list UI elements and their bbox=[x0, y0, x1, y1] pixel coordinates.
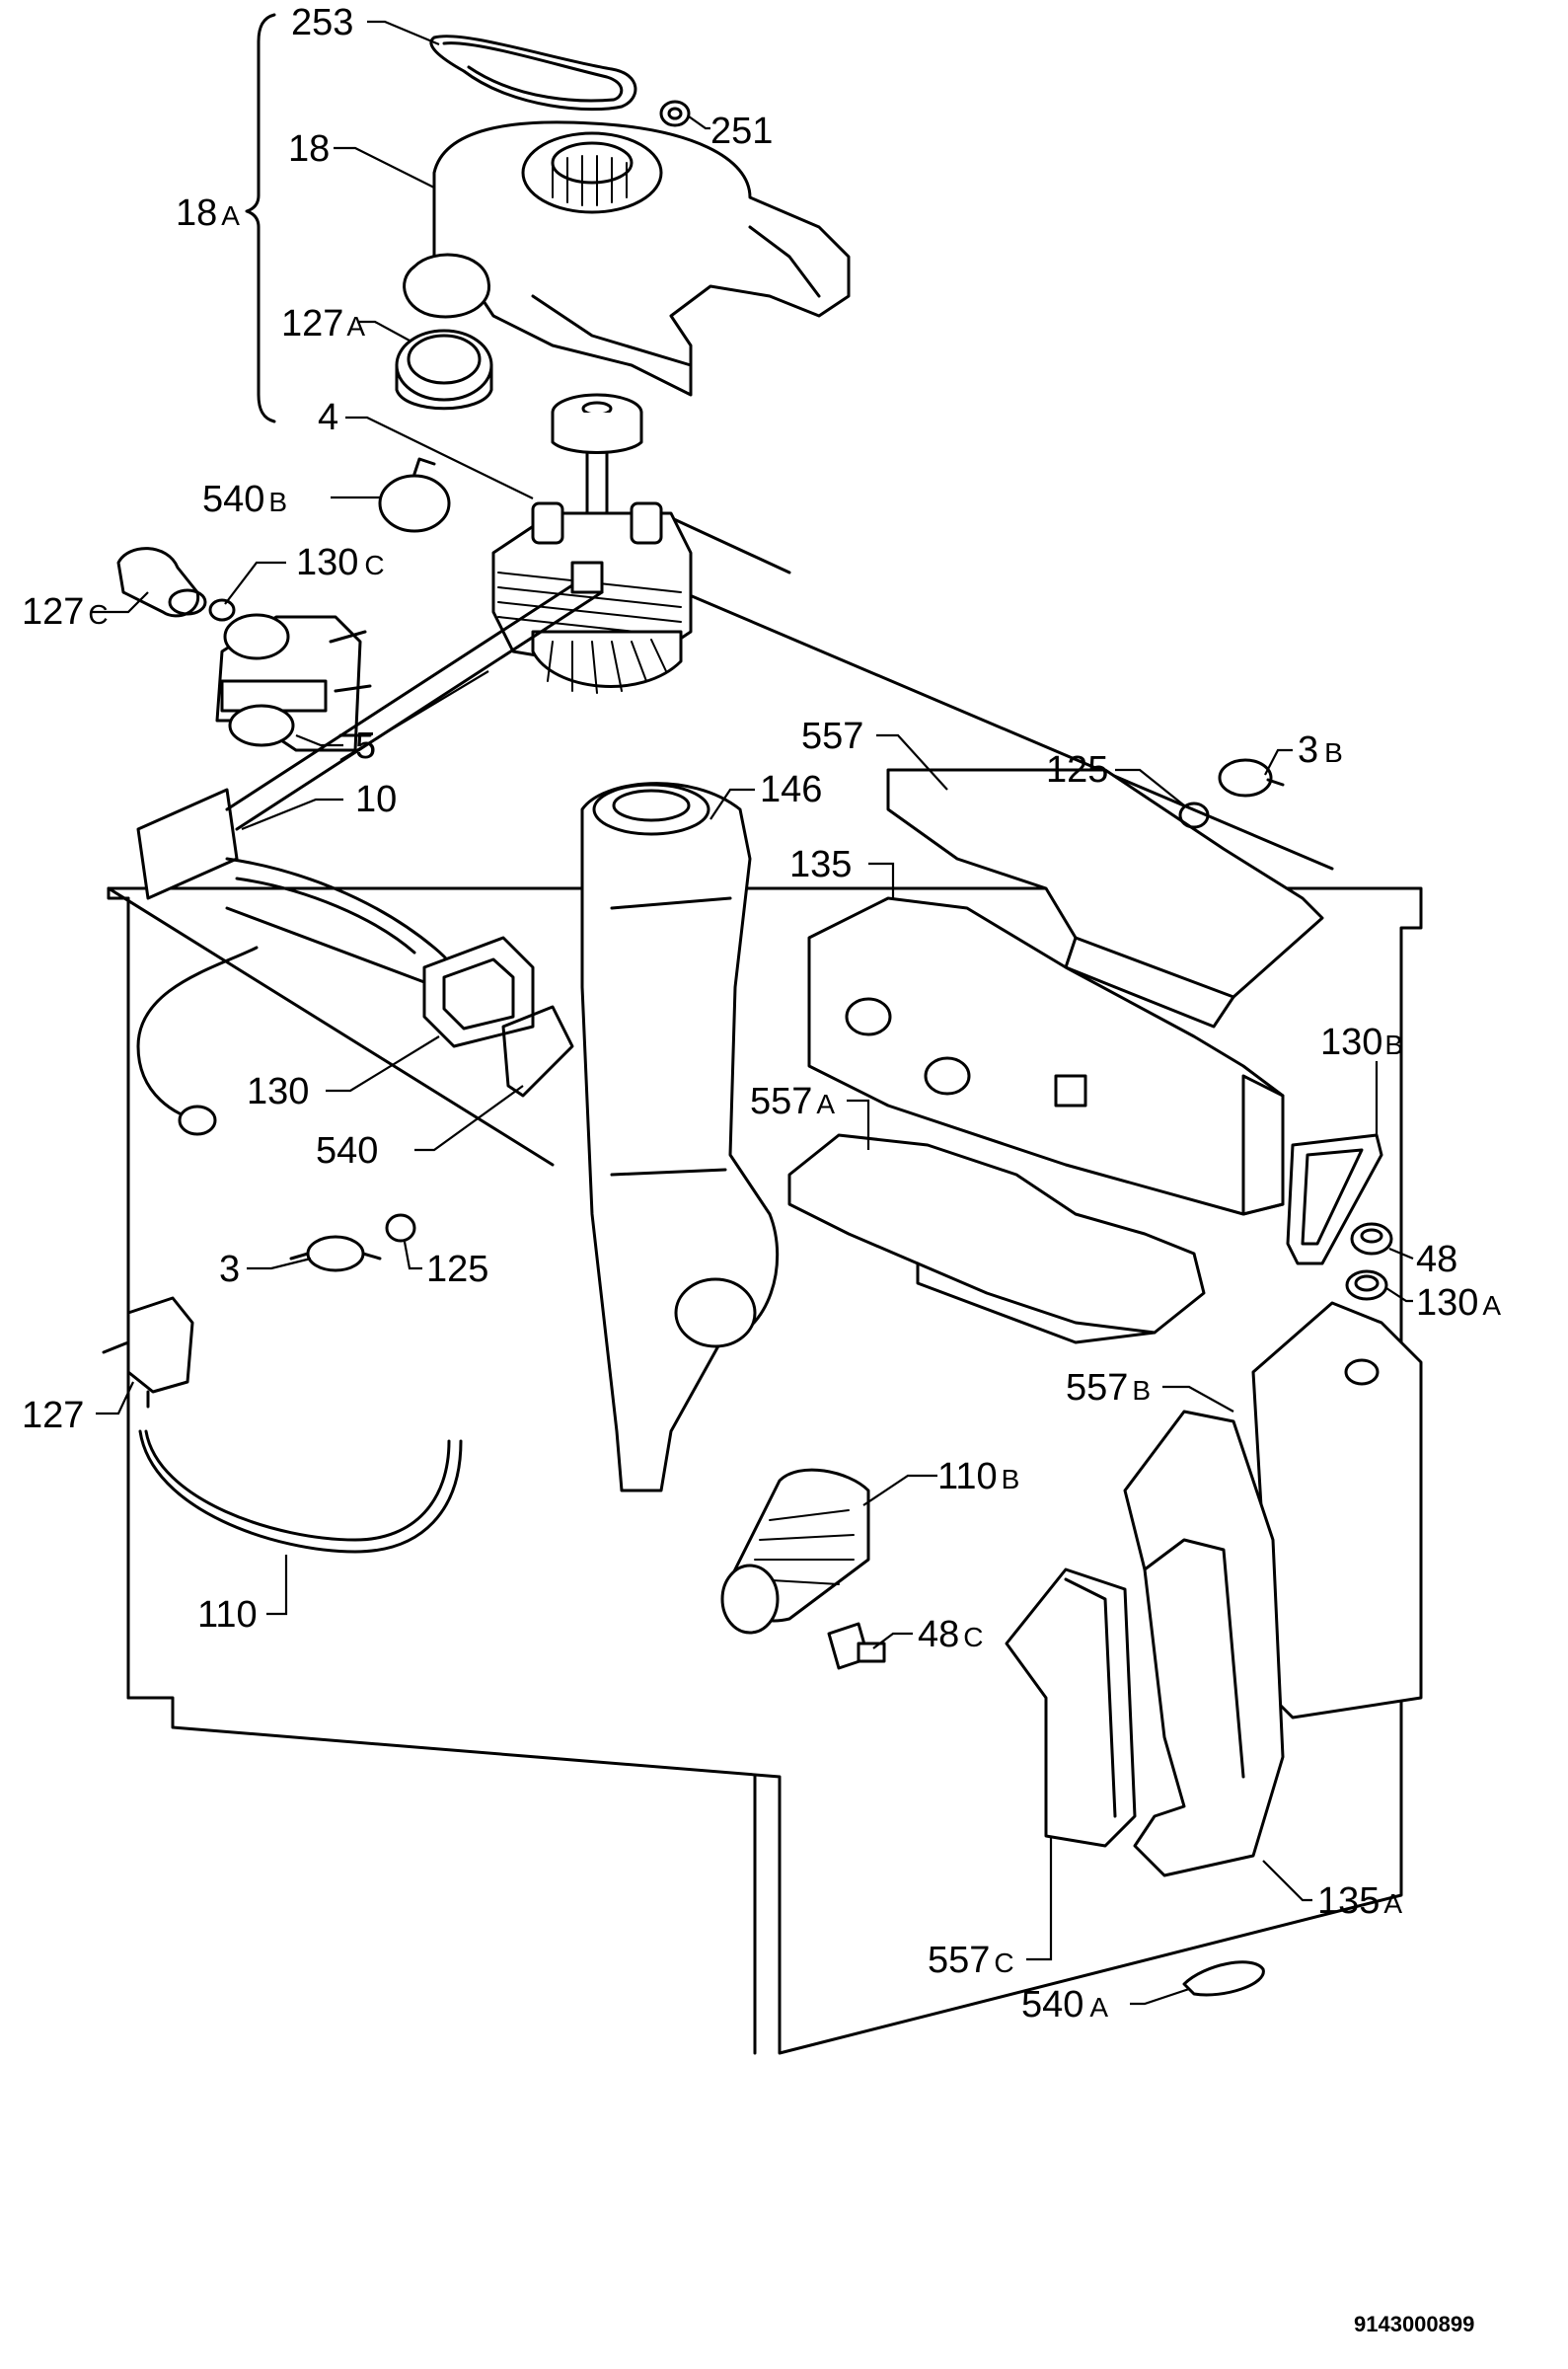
o-ring-upper bbox=[1178, 802, 1210, 829]
seal bbox=[208, 598, 236, 622]
sensor bbox=[827, 1622, 886, 1670]
group-bracket bbox=[245, 13, 276, 423]
water-valve bbox=[215, 613, 372, 752]
label-125-upper: 125 bbox=[1046, 749, 1108, 791]
hose bbox=[138, 1429, 463, 1554]
lower-cover bbox=[787, 1133, 1206, 1344]
thermostat-upper bbox=[1218, 758, 1285, 798]
label-253: 253 bbox=[291, 2, 353, 43]
label-130: 130 bbox=[247, 1071, 309, 1112]
drawing-code: 9143000899 bbox=[1354, 2312, 1474, 2336]
rear-duct bbox=[1123, 1301, 1423, 1877]
label-48: 48 bbox=[1416, 1239, 1457, 1280]
condenser-channel bbox=[807, 896, 1285, 1216]
plug bbox=[1350, 1222, 1393, 1256]
clamp bbox=[501, 1005, 574, 1098]
o-ring-lower bbox=[385, 1213, 416, 1243]
connector bbox=[116, 547, 207, 618]
label-540: 540 bbox=[316, 1130, 378, 1172]
label-130b: 130B bbox=[1320, 1022, 1403, 1063]
drive-belt bbox=[429, 35, 637, 112]
label-4: 4 bbox=[318, 397, 338, 438]
side-panel bbox=[1005, 1567, 1137, 1848]
label-18: 18 bbox=[288, 128, 330, 170]
label-10: 10 bbox=[355, 779, 397, 820]
label-127: 127 bbox=[22, 1395, 84, 1436]
label-5: 5 bbox=[355, 726, 376, 767]
bushing bbox=[659, 100, 691, 127]
hose-clamp bbox=[378, 457, 451, 533]
bellows-hose bbox=[720, 1468, 870, 1635]
label-557: 557 bbox=[801, 716, 863, 757]
gasket bbox=[422, 936, 535, 1048]
thermostat bbox=[289, 1235, 382, 1272]
fan-housing bbox=[403, 120, 851, 397]
label-110: 110 bbox=[197, 1594, 258, 1636]
label-125-lower: 125 bbox=[426, 1249, 488, 1290]
heating-element bbox=[136, 561, 604, 1136]
connector-block bbox=[102, 1296, 194, 1409]
motor bbox=[491, 393, 693, 694]
label-135: 135 bbox=[789, 844, 852, 885]
grommet bbox=[1345, 1269, 1388, 1301]
label-3: 3 bbox=[219, 1249, 240, 1290]
air-duct bbox=[580, 782, 780, 1492]
leader-lines bbox=[91, 20, 1414, 2006]
label-146: 146 bbox=[760, 769, 822, 810]
hose-ring bbox=[395, 329, 493, 411]
clip bbox=[1182, 1960, 1265, 1997]
label-251: 251 bbox=[710, 111, 773, 152]
